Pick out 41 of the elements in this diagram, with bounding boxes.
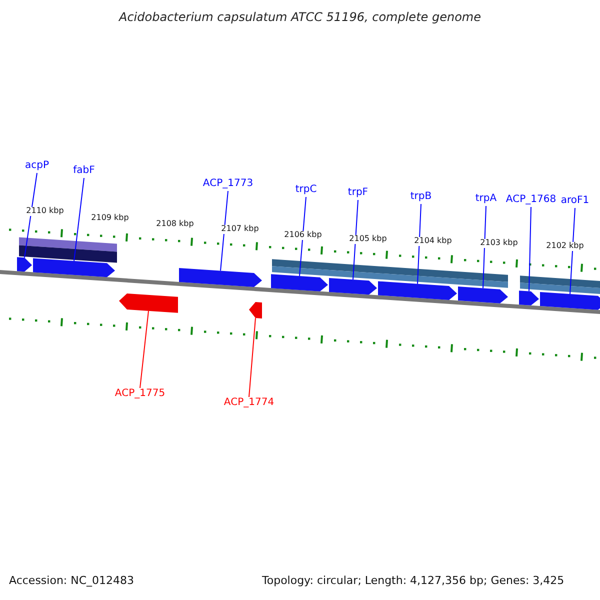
leader-line <box>74 178 84 262</box>
leader-line <box>570 208 576 295</box>
scale-label: 2107 kbp <box>220 225 260 234</box>
leader-line <box>299 196 306 276</box>
scale-label: 2104 kbp <box>413 237 453 246</box>
gene-label: ACP_1768 <box>506 194 556 205</box>
scale-label: 2108 kbp <box>155 220 195 229</box>
gene-label: trpC <box>295 184 317 195</box>
footer-text: Accession: NC_012483 <box>9 575 134 588</box>
title: Acidobacterium capsulatum ATCC 51196, complete genome <box>119 11 481 24</box>
scale-label: 2105 kbp <box>348 235 388 244</box>
leader-line <box>352 200 358 280</box>
scale-label: 2103 kbp <box>479 239 519 248</box>
leader-line <box>140 310 149 388</box>
gene-feature <box>329 278 377 295</box>
leader-line <box>24 172 38 258</box>
leader-line <box>248 318 256 398</box>
leader-line <box>528 206 532 292</box>
gene-feature <box>119 293 178 313</box>
leader-line <box>482 206 486 289</box>
leader-line <box>220 190 228 272</box>
scale-label: 2109 kbp <box>90 214 130 223</box>
footer-text: Topology: circular; Length: 4,127,356 bp; Genes: 3,425 <box>262 575 564 588</box>
gene-label: ACP_1775 <box>114 388 166 399</box>
gene-label: trpA <box>475 193 497 204</box>
leader-line <box>417 204 422 284</box>
gene-label: ACP_1774 <box>224 397 274 408</box>
gene-label: fabF <box>73 165 95 176</box>
gene-feature <box>179 268 262 287</box>
gene-label: ACP_1773 <box>202 178 254 189</box>
gene-label: trpF <box>348 187 368 198</box>
gene-feature <box>249 302 262 318</box>
gene-label: trpB <box>410 191 432 202</box>
gene-feature <box>519 290 539 306</box>
gene-feature <box>271 274 328 292</box>
scale-label: 2106 kbp <box>283 231 323 240</box>
scale-label: 2102 kbp <box>545 242 585 251</box>
gene-label: aroF1 <box>560 195 590 206</box>
gene-label: acpP <box>25 160 49 171</box>
gene-feature <box>17 257 32 272</box>
scale-label: 2110 kbp <box>25 207 65 216</box>
